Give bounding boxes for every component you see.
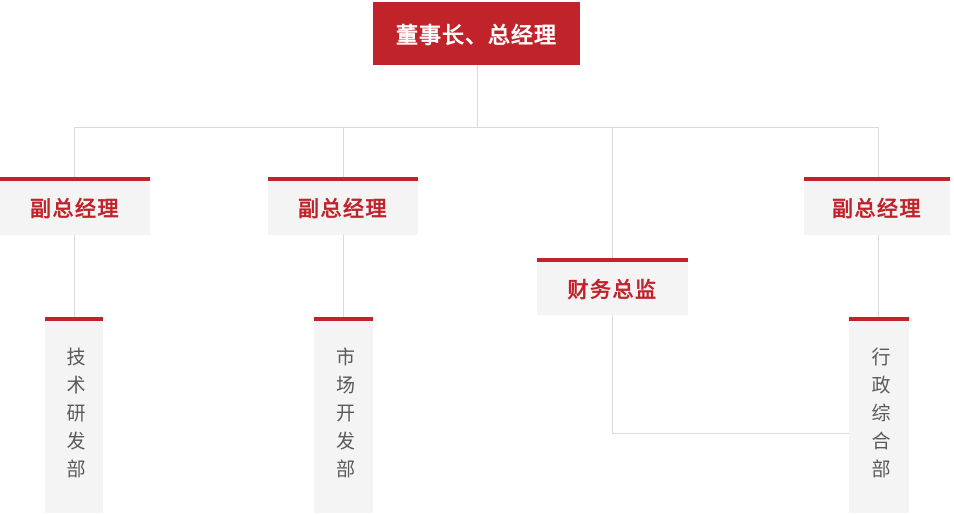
node-market-development-department: 市场开发部 (314, 317, 373, 513)
node-tech-rd-department: 技术研发部 (45, 317, 103, 513)
connector-drop-deputy-2 (343, 128, 344, 177)
connector-drop-finance (612, 128, 613, 258)
connector-root-stem (477, 65, 478, 127)
connector-deputy3-admin (878, 235, 879, 317)
connector-finance-admin (612, 433, 849, 434)
node-chairman-general-manager: 董事长、总经理 (373, 2, 580, 65)
connector-finance-stem (612, 315, 613, 433)
connector-deputy2-market (343, 235, 344, 317)
tech-rd-department-label: 技术研发部 (63, 347, 85, 487)
market-development-department-label: 市场开发部 (333, 347, 354, 487)
connector-deputy1-tech (74, 235, 75, 317)
node-deputy-general-manager-3: 副总经理 (804, 177, 950, 235)
node-admin-general-department: 行政综合部 (849, 317, 909, 513)
connector-horizontal-bus (74, 127, 879, 128)
node-deputy-general-manager-2: 副总经理 (268, 177, 418, 235)
connector-drop-deputy-3 (878, 128, 879, 177)
admin-general-department-label: 行政综合部 (868, 347, 890, 487)
connector-drop-deputy-1 (74, 128, 75, 177)
node-deputy-general-manager-1: 副总经理 (0, 177, 150, 235)
node-finance-director: 财务总监 (537, 258, 688, 315)
